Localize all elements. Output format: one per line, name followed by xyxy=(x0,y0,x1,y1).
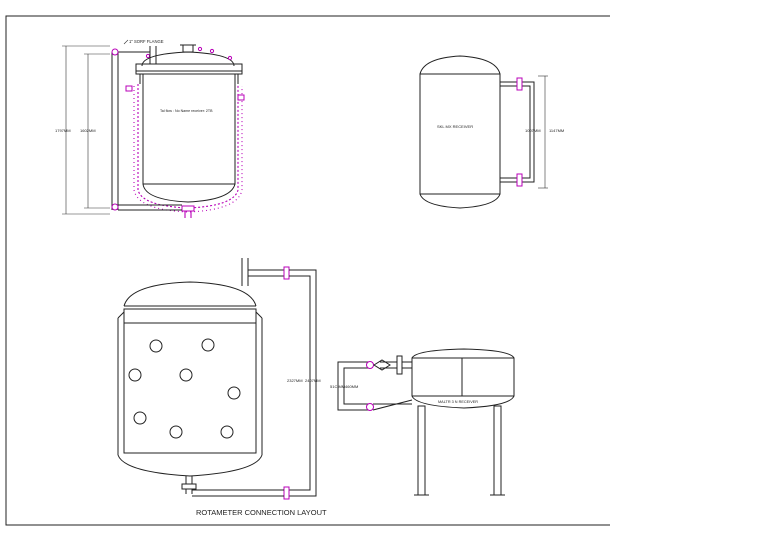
vessel-3-port-4 xyxy=(128,368,142,382)
vessel-3-port-6 xyxy=(133,411,147,425)
vessel-4-bottom-flange xyxy=(366,403,374,411)
vessel-1-rotameter-bottom-flange xyxy=(111,203,119,211)
vessel-3-port-1 xyxy=(149,339,163,353)
vessel-4-side-nozzle xyxy=(396,355,403,375)
vessel-4-inner-dimension-label: 51C MM xyxy=(330,384,345,389)
vessel-3-bottom-flange xyxy=(283,486,290,500)
vessel-3-top-flange xyxy=(283,266,290,280)
vessel-1-label: Tal flow : No Name receiver: 2TB xyxy=(160,109,213,113)
vessel-1-bottom-dish xyxy=(142,183,236,203)
vessel-2-skl-mx-receiver: SKL MX RECEIVER 1007MM 1147MM xyxy=(419,55,564,209)
vessel-3-rotameter-line xyxy=(289,269,317,497)
vessel-3-bottom-outlet xyxy=(181,483,197,490)
vessel-3-shell xyxy=(123,322,257,454)
vessel-4-rotameter-line xyxy=(337,361,370,411)
vessel-4-maltr-receiver: MALTR 3 N RECEIVER 51C MM 460MM xyxy=(330,348,515,496)
vessel-2-outer-dimension-label: 1147MM xyxy=(549,128,564,133)
vessel-4-label: MALTR 3 N RECEIVER xyxy=(438,400,478,404)
vessel-1-shell xyxy=(142,73,236,185)
vessel-4-outer-dimension-label: 460MM xyxy=(345,384,358,389)
vessel-4-bottom-dish xyxy=(411,395,515,409)
vessel-2-rotameter-line xyxy=(520,81,535,183)
vessel-2-bottom-flange xyxy=(516,173,523,187)
vessel-3-port-2 xyxy=(201,338,215,352)
vessel-3-port-7 xyxy=(169,425,183,439)
vessel-3-inner-dimension-label: 2327MM xyxy=(287,378,303,383)
vessel-1-jacketed-reactor: 1" SORF FLANGE 1797MM 1602MM Tal flow : … xyxy=(55,39,245,218)
vessel-2-top-dish xyxy=(419,55,501,75)
vessel-1-top-nozzle xyxy=(182,44,194,53)
vessel-1-top-flange xyxy=(135,63,243,72)
vessel-4-top-flange xyxy=(366,361,374,369)
vessel-3-top-dish xyxy=(123,281,257,307)
vessel-1-jacket-outer xyxy=(133,86,243,213)
vessel-3-top-band xyxy=(123,308,257,324)
vessel-2-inner-dimension-label: 1007MM xyxy=(525,128,541,133)
vessel-3-port-5 xyxy=(227,386,241,400)
vessel-1-bottom-outlet xyxy=(181,205,195,212)
vessel-1-inner-dimension-label: 1602MM xyxy=(80,128,96,133)
vessel-1-jacket xyxy=(137,84,239,209)
vessel-2-bottom-dish xyxy=(419,193,501,209)
vessel-4-leg-left xyxy=(417,405,426,496)
drawing-title: ROTAMETER CONNECTION LAYOUT xyxy=(196,508,327,517)
vessel-1-lug-left xyxy=(125,85,133,92)
vessel-4-top-dish xyxy=(411,348,515,359)
vessel-3-port-3 xyxy=(179,368,193,382)
vessel-3-port-8 xyxy=(220,425,234,439)
vessel-1-lug-right xyxy=(237,94,245,101)
vessel-3-bottom-dish xyxy=(117,454,263,477)
vessel-1-outer-dimension-label: 1797MM xyxy=(55,128,71,133)
vessel-4-shell xyxy=(411,357,515,397)
vessel-2-shell xyxy=(419,73,501,195)
vessel-3-storage-tank: 2327MM 2407MM xyxy=(117,258,321,500)
vessel-1-rotameter-top-flange xyxy=(111,48,119,56)
vessel-2-label: SKL MX RECEIVER xyxy=(437,124,473,129)
drawing-border xyxy=(5,15,610,526)
vessel-2-top-flange xyxy=(516,77,523,91)
vessel-4-leg-right xyxy=(493,405,502,496)
vessel-3-outer-dimension-label: 2407MM xyxy=(305,378,321,383)
sorf-flange-label: 1" SORF FLANGE xyxy=(129,39,164,44)
